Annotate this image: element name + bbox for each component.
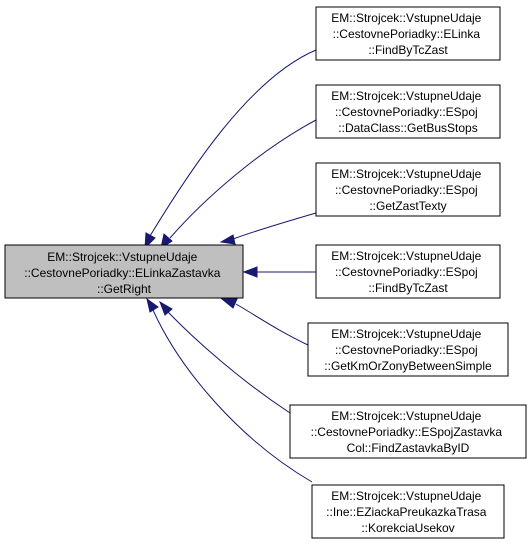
- caller-node-2-line-3: ::DataClass::GetBusStops: [338, 121, 477, 135]
- caller-node-3-box: [315, 162, 501, 217]
- caller-node-3-line-3: ::GetZastTexty: [369, 199, 446, 213]
- caller-node-2-box: [315, 84, 501, 139]
- caller-node-7-line-1: EM::Strojcek::VstupneUdaje: [331, 489, 481, 503]
- caller-node-1-line-2: ::CestovnePoriadky::ELinka: [333, 27, 481, 41]
- caller-node-6-line-1: EM::Strojcek::VstupneUdaje: [331, 409, 481, 423]
- caller-node-6-line-2: ::CestovnePoriadky::ESpojZastavka: [311, 425, 503, 439]
- caller-node-5-box: [307, 322, 509, 377]
- caller-node-3-line-1: EM::Strojcek::VstupneUdaje: [331, 167, 481, 181]
- main-node-line-1: EM::Strojcek::VstupneUdaje: [47, 250, 197, 264]
- caller-node-7-box: [311, 484, 505, 539]
- caller-node-5-label: EM::Strojcek::VstupneUdaje ::CestovnePor…: [324, 327, 492, 373]
- main-node-box: [4, 244, 244, 299]
- main-node-label: EM::Strojcek::VstupneUdaje ::CestovnePor…: [24, 250, 223, 296]
- main-node[interactable]: EM::Strojcek::VstupneUdaje ::CestovnePor…: [4, 244, 244, 299]
- caller-node-5-line-1: EM::Strojcek::VstupneUdaje: [331, 327, 481, 341]
- caller-node-4[interactable]: EM::Strojcek::VstupneUdaje ::CestovnePor…: [315, 244, 501, 299]
- edge-caller-3: [232, 212, 317, 240]
- caller-node-4-line-1: EM::Strojcek::VstupneUdaje: [331, 249, 481, 263]
- caller-node-6[interactable]: EM::Strojcek::VstupneUdaje ::CestovnePor…: [289, 404, 527, 459]
- edge-caller-6: [167, 311, 291, 414]
- edge-caller-5: [235, 303, 309, 346]
- caller-node-4-box: [315, 244, 501, 299]
- caller-node-1-label: EM::Strojcek::VstupneUdaje ::CestovnePor…: [331, 11, 484, 57]
- caller-node-7-line-2: ::Ine::EZiackaPreukazkaTrasa: [326, 505, 487, 519]
- caller-node-4-line-2: ::CestovnePoriadky::ESpoj: [335, 265, 478, 279]
- caller-node-3-label: EM::Strojcek::VstupneUdaje ::CestovnePor…: [331, 167, 484, 213]
- caller-node-6-box: [289, 404, 527, 459]
- caller-node-7[interactable]: EM::Strojcek::VstupneUdaje ::Ine::EZiack…: [311, 484, 505, 539]
- arrowhead-caller-1: [144, 232, 156, 250]
- caller-node-7-line-3: ::KorekciaUsekov: [361, 521, 454, 535]
- caller-node-3-line-2: ::CestovnePoriadky::ESpoj: [335, 183, 478, 197]
- arrowhead-caller-6: [159, 300, 173, 316]
- edge-caller-7: [152, 309, 313, 483]
- caller-node-5-line-2: ::CestovnePoriadky::ESpoj: [335, 343, 478, 357]
- caller-node-6-line-3: Col::FindZastavkaByID: [347, 441, 470, 455]
- caller-node-5-line-3: ::GetKmOrZonyBetweenSimple: [324, 359, 492, 373]
- caller-node-3[interactable]: EM::Strojcek::VstupneUdaje ::CestovnePor…: [315, 162, 501, 217]
- caller-node-6-label: EM::Strojcek::VstupneUdaje ::CestovnePor…: [311, 409, 506, 455]
- arrowhead-caller-5: [220, 298, 238, 309]
- caller-node-1-box: [315, 6, 501, 61]
- arrowhead-caller-7: [146, 297, 159, 313]
- caller-node-2-line-2: ::CestovnePoriadky::ESpoj: [335, 105, 478, 119]
- caller-node-1[interactable]: EM::Strojcek::VstupneUdaje ::CestovnePor…: [315, 6, 501, 61]
- caller-node-4-label: EM::Strojcek::VstupneUdaje ::CestovnePor…: [331, 249, 484, 295]
- caller-node-7-label: EM::Strojcek::VstupneUdaje ::Ine::EZiack…: [326, 489, 490, 535]
- caller-node-5[interactable]: EM::Strojcek::VstupneUdaje ::CestovnePor…: [307, 322, 509, 377]
- main-node-line-2: ::CestovnePoriadky::ELinkaZastavka: [24, 266, 220, 280]
- caller-node-2-label: EM::Strojcek::VstupneUdaje ::CestovnePor…: [331, 89, 484, 135]
- arrowhead-caller-3: [219, 234, 236, 245]
- caller-node-2[interactable]: EM::Strojcek::VstupneUdaje ::CestovnePor…: [315, 84, 501, 139]
- caller-node-1-line-1: EM::Strojcek::VstupneUdaje: [331, 11, 481, 25]
- arrowhead-caller-4: [242, 266, 258, 278]
- caller-node-2-line-1: EM::Strojcek::VstupneUdaje: [331, 89, 481, 103]
- caller-node-4-line-3: ::FindByTcZast: [368, 281, 448, 295]
- caller-node-1-line-3: ::FindByTcZast: [368, 43, 448, 57]
- edge-caller-1: [149, 49, 317, 237]
- edge-caller-2: [169, 119, 317, 239]
- main-node-line-3: ::GetRight: [97, 282, 152, 296]
